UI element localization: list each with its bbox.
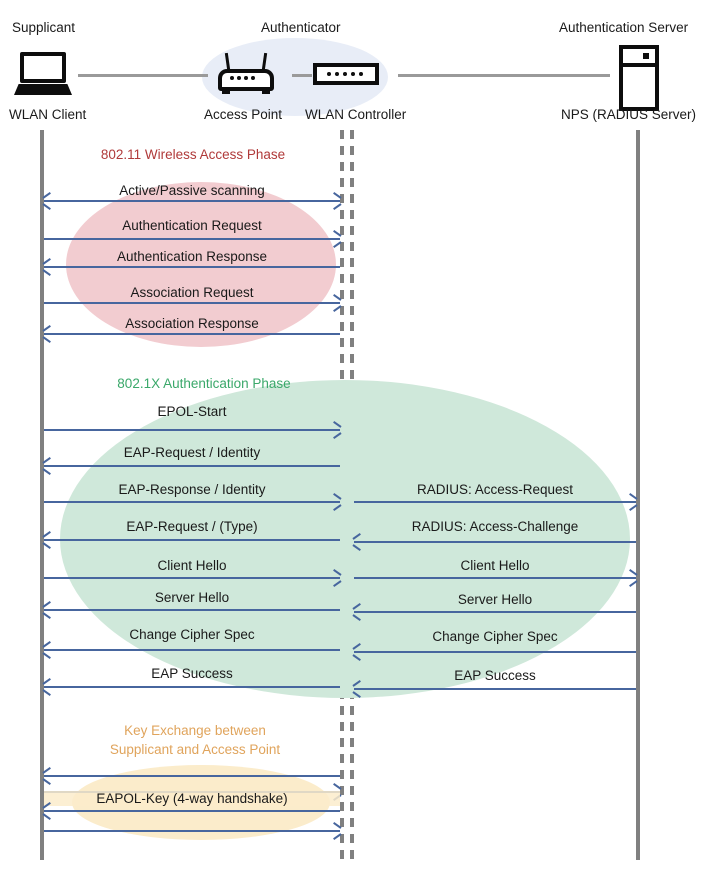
message-arrow-association-response: [44, 333, 340, 335]
message-label-association-request: Association Request: [130, 285, 254, 300]
message-arrow-eapol-start: [44, 429, 340, 431]
actor-role-supplicant: Supplicant: [12, 20, 76, 35]
message-arrow-server-hello-left: [44, 609, 340, 611]
wire-controller-to-server: [398, 74, 610, 77]
actor-device-nps-radius-server: NPS (RADIUS Server): [561, 107, 697, 122]
message-arrow-key-exchange-1: [44, 775, 340, 777]
message-label-eap-request-type: EAP-Request / (Type): [126, 519, 258, 534]
message-arrow-key-exchange-4: [44, 830, 340, 832]
message-label-radius-access-request: RADIUS: Access-Request: [416, 482, 574, 497]
message-arrow-eap-request-type: [44, 539, 340, 541]
message-arrow-eap-request-identity: [44, 465, 340, 467]
wlan-controller-icon: [313, 63, 379, 85]
lifeline-supplicant: [40, 130, 44, 860]
phase-title-key-exchange-line2: Supplicant and Access Point: [109, 742, 281, 757]
message-label-server-hello-left: Server Hello: [154, 590, 230, 605]
message-arrow-authentication-response: [44, 266, 340, 268]
message-label-eap-success-right: EAP Success: [454, 668, 536, 683]
message-label-eap-response-identity: EAP-Response / Identity: [118, 482, 266, 497]
message-arrow-radius-access-challenge: [354, 541, 636, 543]
message-label-active-passive-scanning: Active/Passive scanning: [119, 183, 265, 198]
message-arrow-client-hello-left: [44, 577, 340, 579]
message-arrow-eap-success-left: [44, 686, 340, 688]
message-label-client-hello-left: Client Hello: [157, 558, 227, 573]
message-arrow-change-cipher-spec-right: [354, 651, 636, 653]
message-label-change-cipher-spec-right: Change Cipher Spec: [432, 629, 558, 644]
access-point-icon: [218, 52, 274, 95]
actor-role-authenticator: Authenticator: [261, 20, 341, 35]
message-label-eapol-start: EPOL-Start: [157, 404, 227, 419]
message-label-authentication-request: Authentication Request: [122, 218, 262, 233]
message-label-change-cipher-spec-left: Change Cipher Spec: [129, 627, 255, 642]
actor-device-wlan-controller: WLAN Controller: [305, 107, 407, 122]
phase-ellipse-wireless-access: [66, 182, 336, 347]
message-label-server-hello-right: Server Hello: [457, 592, 533, 607]
message-arrow-authentication-request: [44, 238, 340, 240]
lifeline-authentication-server: [636, 130, 640, 860]
message-label-radius-access-challenge: RADIUS: Access-Challenge: [411, 519, 579, 534]
wire-client-to-ap: [78, 74, 208, 77]
phase-title-key-exchange-line1: Key Exchange between: [124, 723, 266, 738]
message-arrow-server-hello-right: [354, 611, 636, 613]
message-arrow-eap-response-identity: [44, 501, 340, 503]
wire-ap-to-controller: [292, 74, 312, 77]
message-arrow-key-exchange-3: [44, 810, 340, 812]
actor-device-access-point: Access Point: [204, 107, 283, 122]
message-label-client-hello-right: Client Hello: [460, 558, 530, 573]
laptop-icon: [14, 52, 72, 96]
phase-title-dot1x-authentication: 802.1X Authentication Phase: [117, 376, 291, 391]
message-arrow-association-request: [44, 302, 340, 304]
actor-device-wlan-client: WLAN Client: [9, 107, 87, 122]
message-arrow-client-hello-right: [354, 577, 636, 579]
actor-role-authentication-server: Authentication Server: [559, 20, 689, 35]
message-arrow-active-passive-scanning: [42, 192, 340, 210]
message-arrow-eap-success-right: [354, 688, 636, 690]
phase-title-wireless-access: 802.11 Wireless Access Phase: [100, 147, 286, 162]
server-icon: [619, 45, 659, 111]
message-label-eap-success-left: EAP Success: [151, 666, 233, 681]
message-label-eap-request-identity: EAP-Request / Identity: [123, 445, 261, 460]
message-label-authentication-response: Authentication Response: [116, 249, 268, 264]
message-arrow-change-cipher-spec-left: [44, 649, 340, 651]
message-arrow-radius-access-request: [354, 501, 636, 503]
message-label-eapol-key-4-way-handshake: EAPOL-Key (4-way handshake): [44, 791, 340, 806]
message-label-association-response: Association Response: [125, 316, 259, 331]
